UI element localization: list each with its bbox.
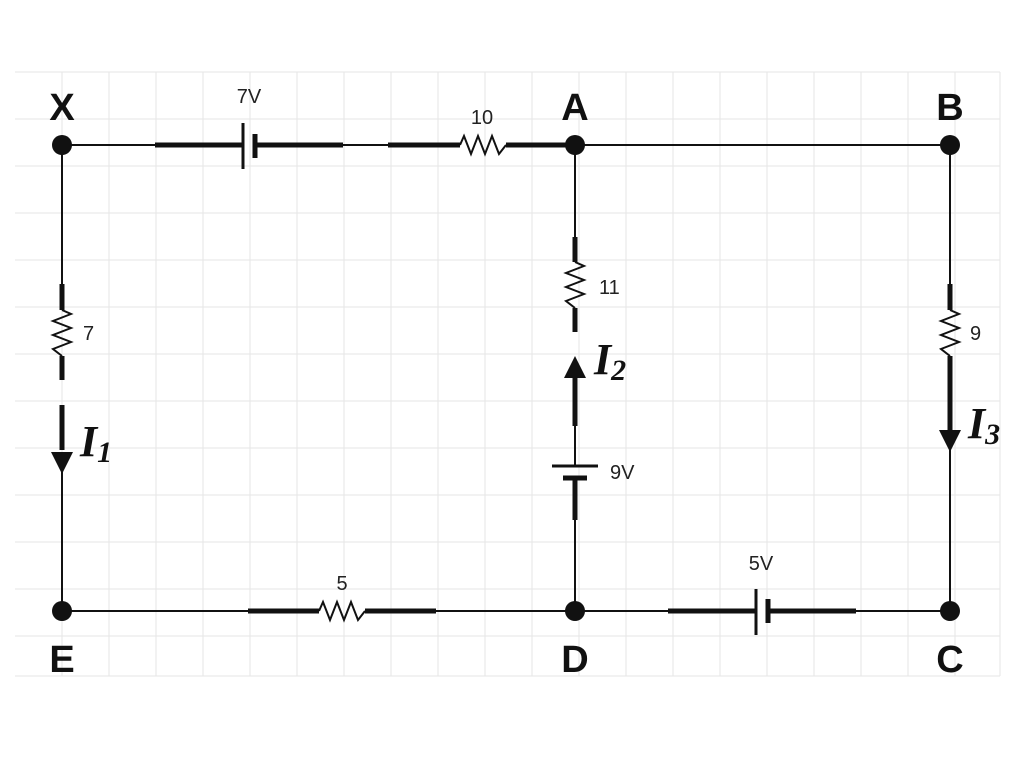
label-battery-9v: 9V: [610, 462, 635, 484]
current-i2-arrow: [564, 356, 586, 378]
node-label-c: C: [936, 639, 963, 681]
battery-7v-symbol: [241, 123, 258, 169]
node-d-dot: [565, 601, 585, 621]
node-label-x: X: [49, 87, 75, 129]
current-i2-label: I2: [593, 335, 626, 387]
label-resistor-11: 11: [599, 277, 620, 299]
current-i3-arrow: [939, 430, 961, 452]
label-resistor-10: 10: [471, 107, 493, 129]
resistor-5-symbol: [318, 599, 366, 623]
current-i1-arrow: [51, 452, 73, 474]
current-i3-label: I3: [967, 399, 1000, 451]
node-b-dot: [940, 135, 960, 155]
label-resistor-9: 9: [970, 323, 981, 345]
background-grid: [15, 71, 1001, 677]
node-label-d: D: [561, 639, 588, 681]
label-battery-7v: 7V: [237, 86, 262, 108]
node-label-b: B: [936, 87, 963, 129]
current-i1-label: I1: [79, 417, 112, 469]
label-resistor-7: 7: [83, 323, 94, 345]
label-resistor-5: 5: [336, 573, 347, 595]
node-label-a: A: [561, 87, 588, 129]
resistor-7-symbol: [50, 309, 74, 357]
node-a-dot: [565, 135, 585, 155]
label-battery-5v: 5V: [749, 553, 774, 575]
node-label-e: E: [49, 639, 74, 681]
node-e-dot: [52, 601, 72, 621]
node-c-dot: [940, 601, 960, 621]
node-x-dot: [52, 135, 72, 155]
resistor-9-symbol: [938, 309, 962, 357]
resistor-10-symbol: [459, 133, 507, 157]
battery-5v-symbol: [754, 589, 771, 635]
resistor-11-symbol: [563, 261, 587, 309]
battery-9v-symbol: [552, 464, 598, 481]
